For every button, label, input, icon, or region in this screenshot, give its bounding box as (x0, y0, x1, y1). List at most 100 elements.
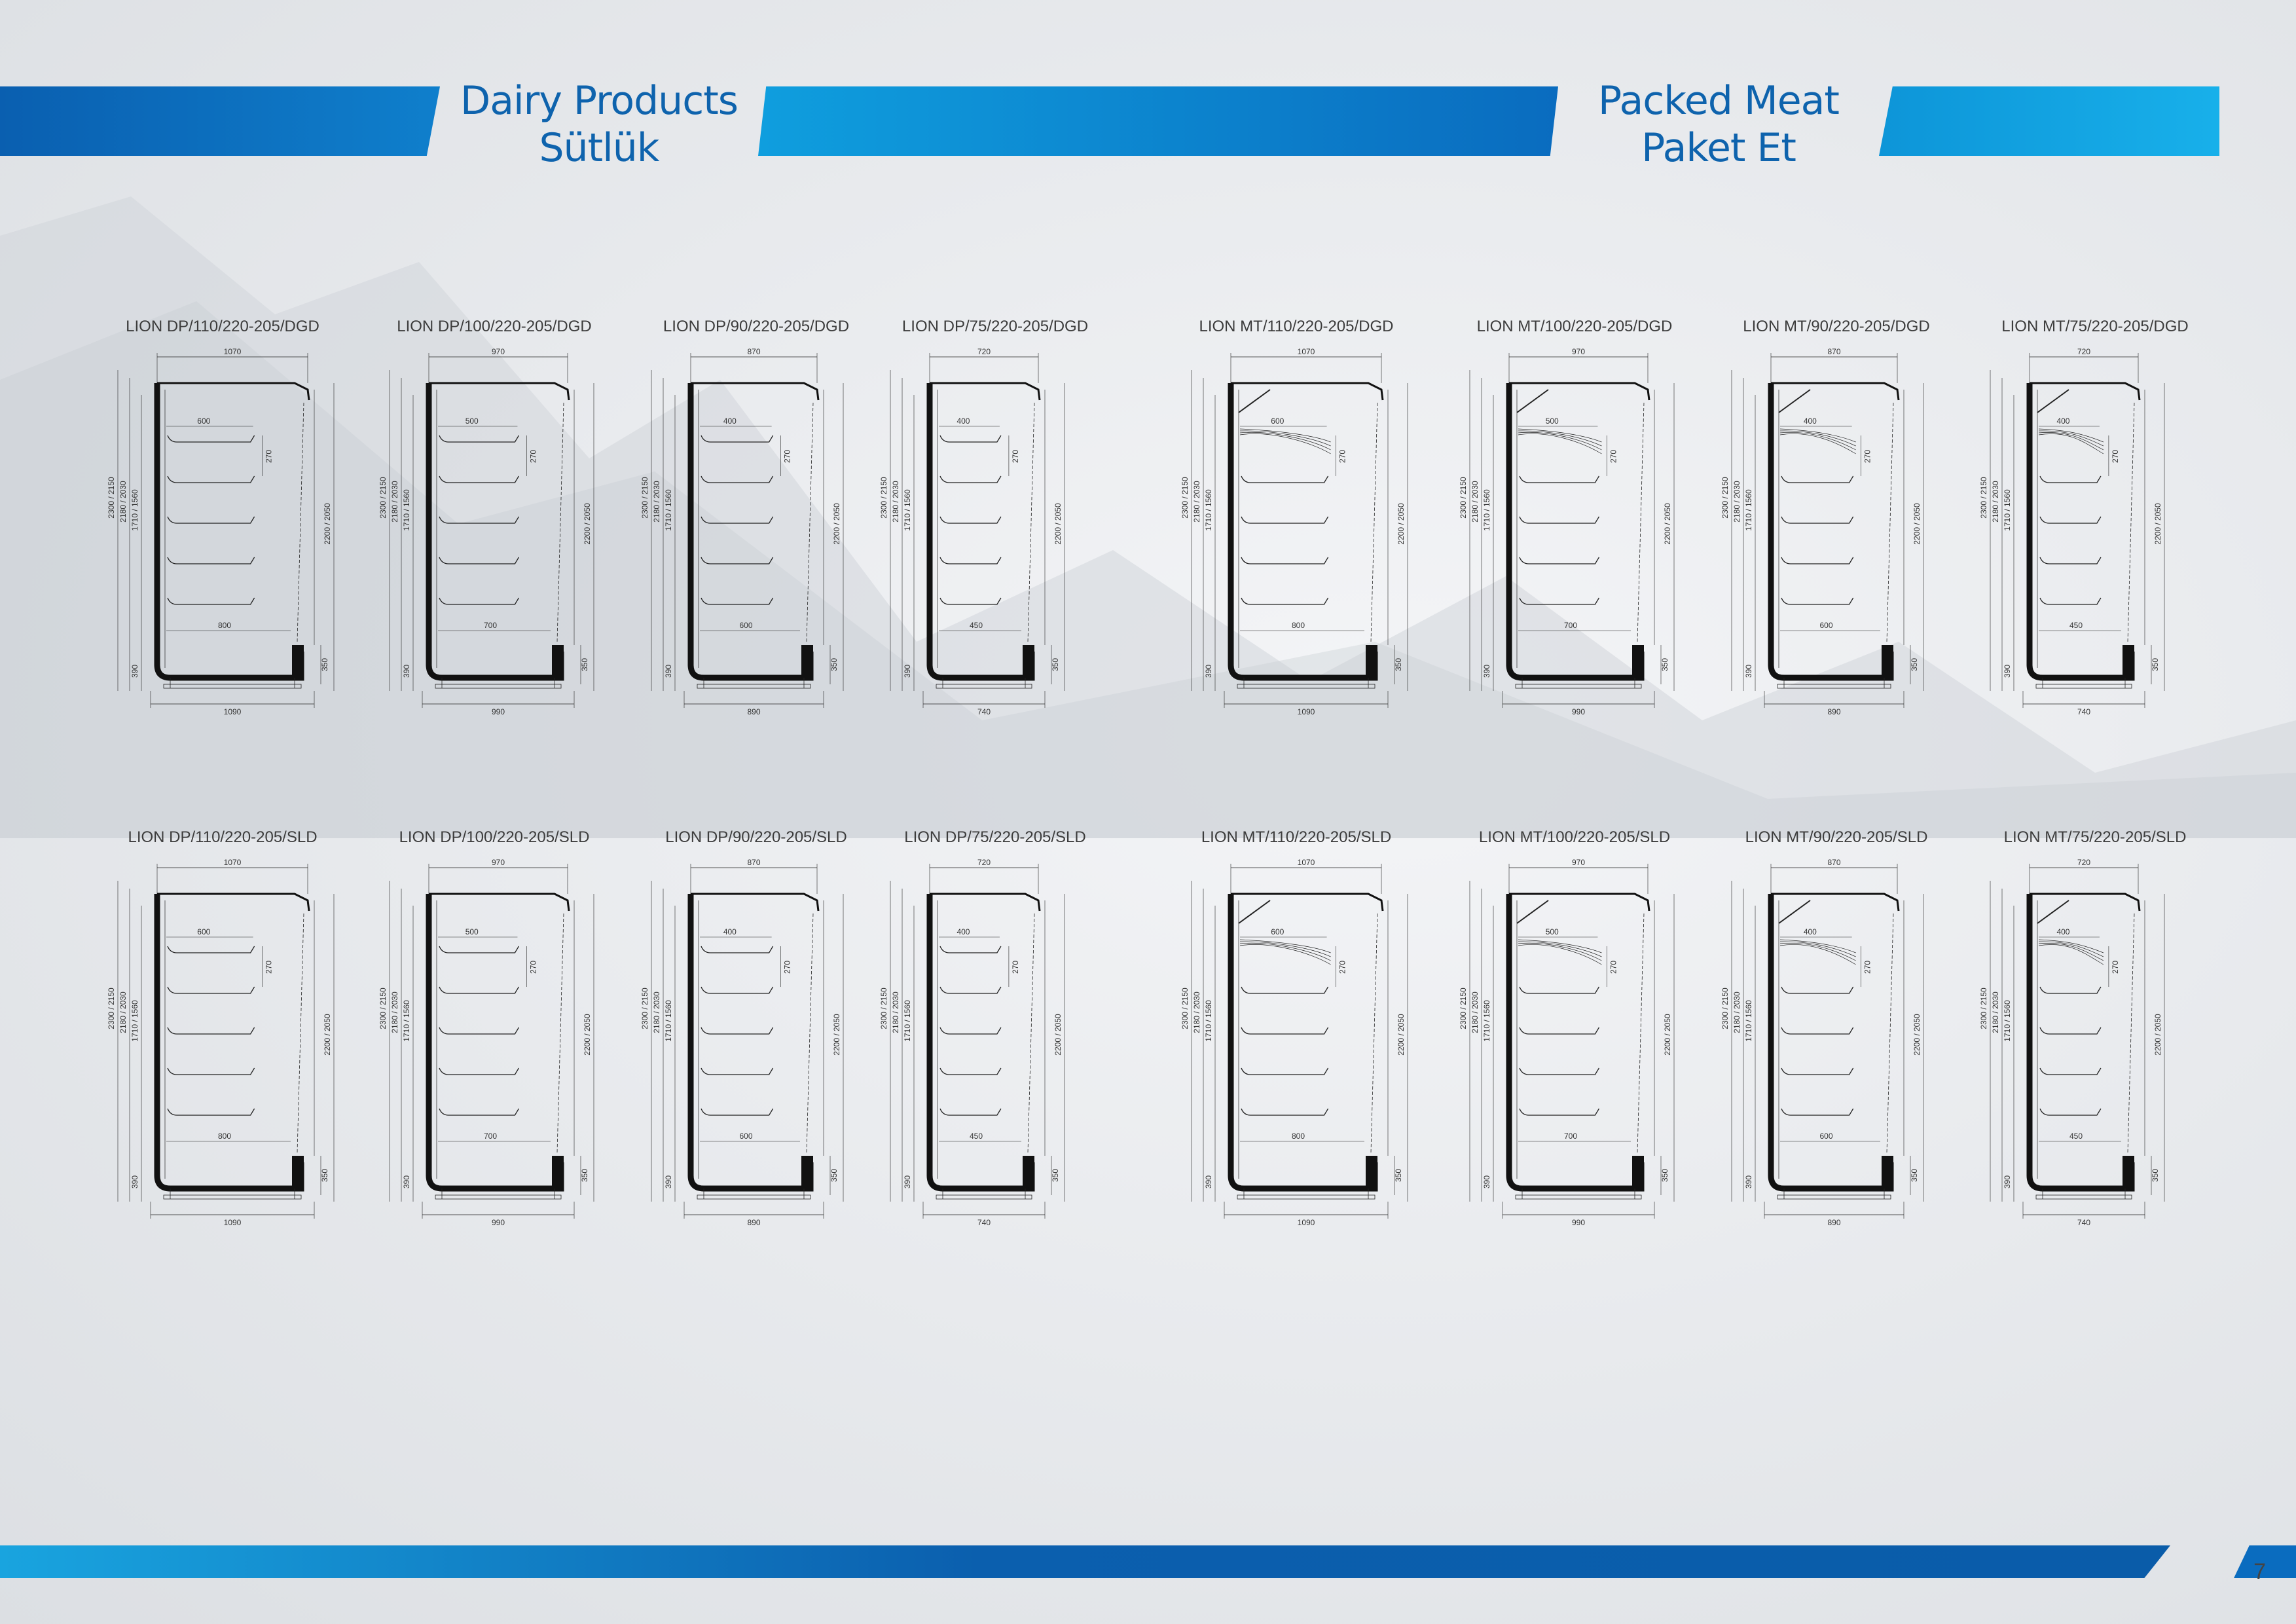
base-right-label: 350 (580, 1169, 589, 1182)
height-label-3: 1710 / 1560 (2003, 489, 2012, 531)
height-label-3: 1710 / 1560 (1744, 1000, 1753, 1042)
base-height-label: 390 (1482, 665, 1491, 678)
height-label-1: 2300 / 2150 (640, 477, 649, 519)
top-width-label: 1070 (1298, 347, 1315, 356)
top-width-label: 870 (1827, 347, 1840, 356)
shelf-pitch-label: 270 (1863, 961, 1872, 974)
height-label-3: 1710 / 1560 (130, 489, 139, 531)
top-width-label: 870 (747, 347, 760, 356)
height-label-2: 2180 / 2030 (1991, 481, 2000, 523)
base-width-label: 700 (484, 1132, 497, 1141)
base-width-label: 600 (739, 621, 752, 630)
model-title: LION MT/90/220-205/DGD (1743, 318, 1930, 335)
height-label-1: 2300 / 2150 (107, 987, 116, 1029)
height-label-1: 2300 / 2150 (107, 477, 116, 519)
bottom-width-label: 740 (2077, 707, 2090, 716)
height-label-1: 2300 / 2150 (879, 987, 888, 1029)
header-bar-middle (758, 86, 1558, 156)
base-right-label: 350 (1660, 1169, 1669, 1182)
base-right-label: 350 (1910, 1169, 1919, 1182)
height-label-1: 2300 / 2150 (1979, 987, 1988, 1029)
page-number: 7 (2253, 1559, 2266, 1584)
shelf-depth-label: 600 (1271, 416, 1284, 426)
shelf-pitch-label: 270 (1609, 450, 1618, 463)
base-right-label: 350 (1910, 658, 1919, 671)
base-right-label: 350 (829, 658, 839, 671)
model-title: LION DP/110/220-205/DGD (126, 318, 319, 335)
top-width-label: 870 (1827, 858, 1840, 867)
shelf-pitch-label: 270 (1011, 961, 1020, 974)
base-height-label: 390 (130, 1175, 139, 1189)
right-height-label: 2200 / 2050 (832, 1014, 841, 1056)
shelf-pitch-label: 270 (783, 450, 792, 463)
height-label-1: 2300 / 2150 (1979, 477, 1988, 519)
right-height-label: 2200 / 2050 (1912, 1014, 1922, 1056)
right-height-label: 2200 / 2050 (583, 1014, 592, 1056)
header-bar-left (0, 86, 440, 156)
shelf-depth-label: 500 (1546, 416, 1559, 426)
footer-bar (0, 1545, 2170, 1578)
section-heading-dairy: Dairy Products Sütlük (460, 78, 738, 171)
shelf-pitch-label: 270 (2111, 450, 2120, 463)
model-title: LION DP/110/220-205/SLD (128, 828, 318, 846)
model-title: LION MT/100/220-205/DGD (1476, 318, 1673, 335)
shelf-depth-label: 600 (1271, 927, 1284, 936)
bottom-width-label: 890 (747, 1218, 760, 1227)
base-width-label: 800 (1292, 621, 1305, 630)
base-height-label: 390 (1204, 665, 1213, 678)
height-label-2: 2180 / 2030 (390, 481, 399, 523)
height-label-2: 2180 / 2030 (1470, 481, 1480, 523)
base-right-label: 350 (2151, 1169, 2160, 1182)
height-label-1: 2300 / 2150 (1459, 477, 1468, 519)
height-label-2: 2180 / 2030 (1991, 991, 2000, 1033)
shelf-depth-label: 400 (2056, 416, 2069, 426)
height-label-2: 2180 / 2030 (652, 481, 661, 523)
base-width-label: 450 (970, 1132, 983, 1141)
right-height-label: 2200 / 2050 (2153, 1014, 2162, 1056)
bottom-width-label: 890 (747, 707, 760, 716)
bottom-width-label: 1090 (224, 707, 242, 716)
shelf-pitch-label: 270 (528, 961, 538, 974)
height-label-3: 1710 / 1560 (1204, 489, 1213, 531)
base-width-label: 450 (970, 621, 983, 630)
base-right-label: 350 (1394, 1169, 1403, 1182)
height-label-2: 2180 / 2030 (891, 991, 900, 1033)
base-width-label: 700 (1564, 1132, 1577, 1141)
shelf-depth-label: 400 (723, 416, 737, 426)
right-height-label: 2200 / 2050 (583, 503, 592, 545)
height-label-1: 2300 / 2150 (640, 987, 649, 1029)
height-label-3: 1710 / 1560 (1744, 489, 1753, 531)
height-label-1: 2300 / 2150 (1721, 987, 1730, 1029)
model-title: LION MT/75/220-205/SLD (2003, 828, 2187, 846)
shelf-pitch-label: 270 (1609, 961, 1618, 974)
top-width-label: 720 (977, 858, 991, 867)
shelf-pitch-label: 270 (528, 450, 538, 463)
right-height-label: 2200 / 2050 (1396, 503, 1406, 545)
shelf-depth-label: 400 (2056, 927, 2069, 936)
base-width-label: 600 (1819, 621, 1832, 630)
height-label-2: 2180 / 2030 (1732, 481, 1741, 523)
bottom-width-label: 740 (977, 707, 991, 716)
shelf-pitch-label: 270 (2111, 961, 2120, 974)
top-width-label: 970 (492, 858, 505, 867)
height-label-3: 1710 / 1560 (664, 1000, 673, 1042)
base-height-label: 390 (664, 1175, 673, 1189)
height-label-1: 2300 / 2150 (1180, 987, 1190, 1029)
model-title: LION DP/90/220-205/DGD (663, 318, 850, 335)
shelf-depth-label: 400 (957, 927, 970, 936)
base-height-label: 390 (1744, 1175, 1753, 1189)
top-width-label: 1070 (224, 347, 242, 356)
right-height-label: 2200 / 2050 (323, 503, 332, 545)
base-width-label: 700 (1564, 621, 1577, 630)
